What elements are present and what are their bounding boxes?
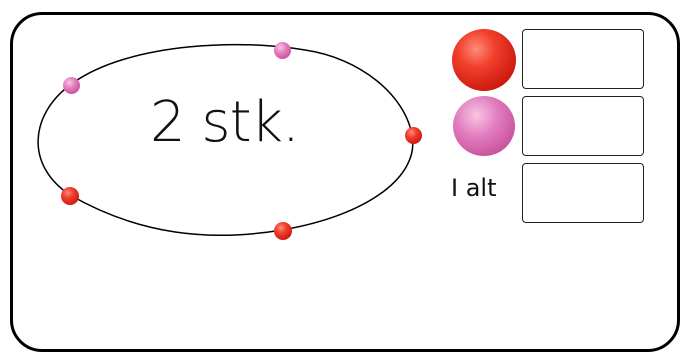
bead-pink-1 — [63, 77, 80, 94]
legend-red-ball — [452, 29, 516, 91]
red-count-field[interactable] — [522, 29, 644, 89]
bead-red-1 — [405, 127, 422, 144]
total-count-field[interactable] — [522, 163, 644, 223]
bead-red-2 — [61, 187, 79, 205]
legend-pink-ball — [453, 96, 515, 156]
total-label: I alt — [451, 174, 497, 202]
count-label: 2 stk. — [150, 90, 300, 155]
bead-red-3 — [274, 222, 292, 240]
pink-count-field[interactable] — [522, 96, 644, 156]
bead-pink-2 — [274, 42, 291, 59]
